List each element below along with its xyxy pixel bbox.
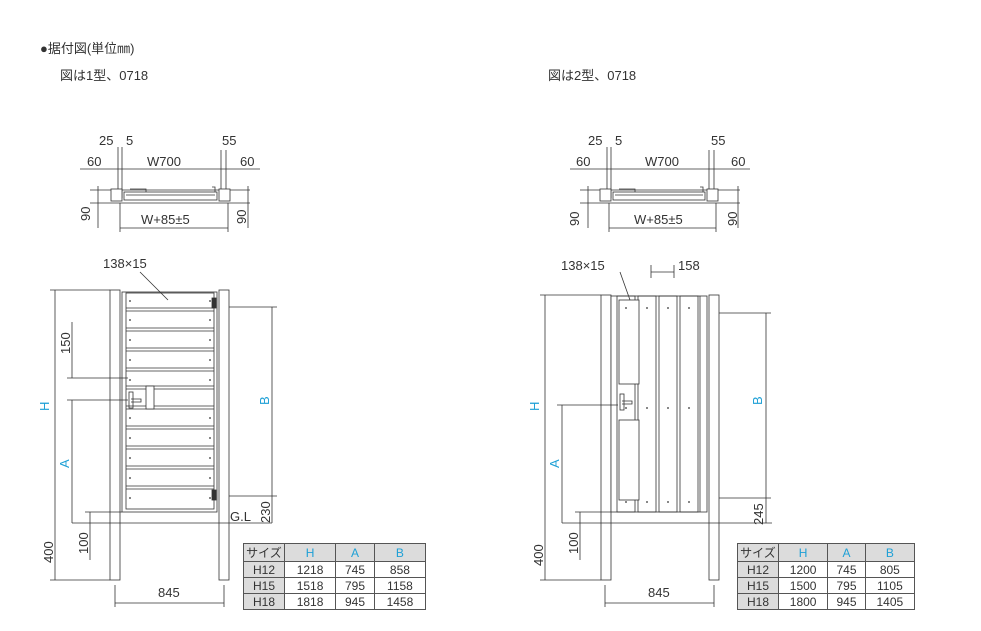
table-header: サイズ xyxy=(737,543,779,562)
right-vertical-boards xyxy=(616,295,701,513)
table-cell: 795 xyxy=(335,577,375,594)
table-cell: 1200 xyxy=(777,561,829,578)
right-plan-view xyxy=(570,147,750,232)
right-plan-55: 55 xyxy=(711,133,725,148)
table-header: H xyxy=(777,543,829,562)
table-cell: 1218 xyxy=(283,561,337,578)
right-dim-158: 158 xyxy=(678,258,700,273)
left-plan-25: 25 xyxy=(99,133,113,148)
left-dim-150: 150 xyxy=(58,332,73,354)
table-row: H15 1500 795 1105 xyxy=(737,577,916,594)
left-plan-55: 55 xyxy=(222,133,236,148)
right-dim-100: 100 xyxy=(566,532,581,554)
left-plan-wplus: W+85±5 xyxy=(141,212,190,227)
table-header: H xyxy=(283,543,337,562)
table-cell: 745 xyxy=(827,561,866,578)
right-size-table: サイズ H A B H12 1200 745 805 H15 1500 795 … xyxy=(737,543,916,610)
left-plan-view xyxy=(80,147,260,232)
right-dim-245: 245 xyxy=(751,503,766,525)
right-plan-90b: 90 xyxy=(725,212,740,226)
table-cell: 945 xyxy=(335,593,375,610)
left-plan-w700: W700 xyxy=(147,154,181,169)
right-dim-a: A xyxy=(547,459,562,468)
left-dim-b: B xyxy=(257,396,272,405)
table-cell: H15 xyxy=(243,577,285,594)
table-header: B xyxy=(864,543,916,562)
table-row: H18 1818 945 1458 xyxy=(243,593,427,610)
right-caption: 図は2型、0718 xyxy=(548,68,637,83)
table-header: A xyxy=(335,543,375,562)
table-cell: 745 xyxy=(335,561,375,578)
table-cell: 1158 xyxy=(373,577,427,594)
table-cell: 1518 xyxy=(283,577,337,594)
left-dim-100: 100 xyxy=(76,532,91,554)
left-caption: 図は1型、0718 xyxy=(60,68,149,83)
left-slat-size: 138×15 xyxy=(103,256,147,271)
right-dim-b: B xyxy=(750,396,765,405)
left-dim-400: 400 xyxy=(41,541,56,563)
left-plan-60b: 60 xyxy=(240,154,254,169)
table-cell: H18 xyxy=(243,593,285,610)
left-plan-90b: 90 xyxy=(234,210,249,224)
table-cell: 805 xyxy=(864,561,916,578)
ground-level-label: G.L xyxy=(230,509,251,524)
table-cell: H18 xyxy=(737,593,779,610)
table-row: H15 1518 795 1158 xyxy=(243,577,427,594)
right-dim-h: H xyxy=(527,402,542,411)
table-cell: 945 xyxy=(827,593,866,610)
table-cell: 795 xyxy=(827,577,866,594)
table-row: H18 1800 945 1405 xyxy=(737,593,916,610)
table-cell: 1800 xyxy=(777,593,829,610)
right-plan-60a: 60 xyxy=(576,154,590,169)
left-plan-60a: 60 xyxy=(87,154,101,169)
table-header: A xyxy=(827,543,866,562)
right-dim-400: 400 xyxy=(531,544,546,566)
table-cell: 1405 xyxy=(864,593,916,610)
table-cell: 1458 xyxy=(373,593,427,610)
left-door-handle-icon xyxy=(128,391,142,409)
right-plan-25: 25 xyxy=(588,133,602,148)
left-elevation xyxy=(50,271,277,607)
table-cell: H15 xyxy=(737,577,779,594)
table-header-row: サイズ H A B xyxy=(243,543,427,562)
right-slat-size: 138×15 xyxy=(561,258,605,273)
left-slats xyxy=(126,307,214,490)
left-plan-5: 5 xyxy=(126,133,133,148)
right-dim-845: 845 xyxy=(648,585,670,600)
table-cell: H12 xyxy=(737,561,779,578)
left-dim-h: H xyxy=(37,402,52,411)
table-header-row: サイズ H A B xyxy=(737,543,916,562)
right-elevation xyxy=(540,265,772,607)
left-plan-90a: 90 xyxy=(78,207,93,221)
page-title: ●据付図(単位㎜) xyxy=(40,41,135,56)
right-plan-90a: 90 xyxy=(567,212,582,226)
right-plan-w700: W700 xyxy=(645,154,679,169)
table-header: B xyxy=(373,543,427,562)
left-dim-a: A xyxy=(57,459,72,468)
table-cell: 1500 xyxy=(777,577,829,594)
table-header: サイズ xyxy=(243,543,285,562)
right-door-handle-icon xyxy=(619,393,633,411)
right-plan-60b: 60 xyxy=(731,154,745,169)
table-cell: H12 xyxy=(243,561,285,578)
left-dim-230: 230 xyxy=(258,501,273,523)
left-slat-fasteners xyxy=(129,300,211,499)
table-cell: 858 xyxy=(373,561,427,578)
right-plan-5: 5 xyxy=(615,133,622,148)
table-row: H12 1218 745 858 xyxy=(243,561,427,578)
table-row: H12 1200 745 805 xyxy=(737,561,916,578)
left-dim-845: 845 xyxy=(158,585,180,600)
table-cell: 1818 xyxy=(283,593,337,610)
table-cell: 1105 xyxy=(864,577,916,594)
right-board-fasteners xyxy=(625,307,690,503)
right-plan-wplus: W+85±5 xyxy=(634,212,683,227)
left-size-table: サイズ H A B H12 1218 745 858 H15 1518 795 … xyxy=(243,543,427,610)
